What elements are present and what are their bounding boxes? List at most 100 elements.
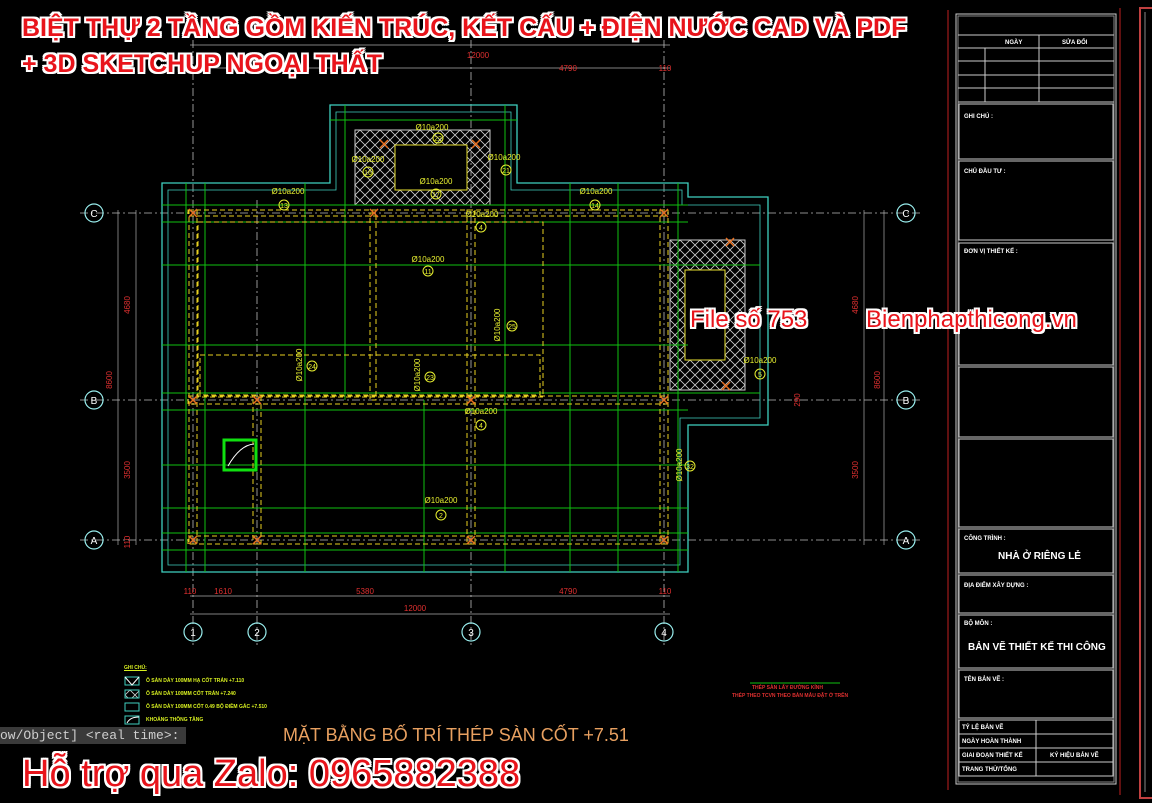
grid-label-y: C	[90, 209, 97, 220]
dimension-lines	[117, 44, 885, 615]
command-line[interactable]: ow/Object] <real time>:	[0, 727, 186, 744]
grid-label-x: 2	[254, 628, 260, 639]
note-line: THÉP THEO TCVN THEO BẢN MẪU ĐẶT Ở TRÊN	[732, 693, 849, 699]
legend-item: Ô SÀN DÀY 100MM HẠ CỐT TRÁN +7.110	[146, 678, 245, 684]
beam-lines	[187, 209, 669, 545]
rebar-label: Ø10a200	[420, 177, 453, 186]
svg-text:13: 13	[280, 203, 288, 210]
tb-phase-label: GIAI ĐOẠN THIẾT KẾ	[962, 753, 1023, 759]
rebar-tag: 21	[500, 164, 512, 176]
legend-heading: GHI CHÚ:	[124, 665, 147, 671]
rebar-tag: 16	[362, 166, 374, 178]
tb-project-value: NHÀ Ở RIÊNG LẺ	[998, 551, 1081, 562]
svg-text:2: 2	[439, 513, 443, 520]
note-line: THÉP SÀN LẤY ĐƯỜNG KÍNH	[752, 685, 824, 691]
tb-location-label: ĐỊA ĐIỂM XÂY DỰNG :	[964, 583, 1029, 589]
svg-text:4: 4	[479, 225, 483, 232]
rebar-tag: 13	[278, 199, 290, 211]
dim-text: 4680	[851, 296, 860, 314]
dim-text: 8600	[873, 371, 882, 389]
tb-page-label: TRANG THỨ/TỔNG	[962, 767, 1017, 773]
tb-rev-header: NGÀY	[1005, 40, 1023, 46]
drawing-title: MẶT BẰNG BỐ TRÍ THÉP SÀN CỐT +7.51	[283, 725, 629, 745]
tb-designer-label: ĐƠN VỊ THIẾT KẾ :	[964, 249, 1018, 255]
dim-text: 4790	[559, 64, 577, 73]
legend-item: Ô SÀN DÀY 100MM CỐT TRÁN +7.240	[146, 691, 236, 697]
svg-text:32: 32	[686, 464, 694, 471]
dim-text: 110	[184, 587, 197, 596]
grid-axes	[80, 40, 920, 645]
dim-text: 5380	[356, 587, 374, 596]
grid-label-y: A	[903, 536, 910, 547]
svg-text:4: 4	[479, 423, 483, 430]
tb-stage-label: BỘ MÔN :	[964, 621, 993, 627]
dim-text: 3500	[123, 461, 132, 479]
dim-text: 290	[793, 393, 802, 407]
overlay-title-line1: BIỆT THỰ 2 TẦNG GỒM KIẾN TRÚC, KẾT CẤU +…	[22, 14, 907, 42]
rebar-label: Ø10a200	[416, 123, 449, 132]
void-zone	[394, 144, 468, 191]
tb-project-label: CÔNG TRÌNH :	[964, 536, 1006, 542]
slab-outline	[161, 104, 769, 573]
svg-text:16: 16	[364, 170, 372, 177]
svg-text:24: 24	[308, 364, 316, 371]
title-block-grid	[958, 34, 1114, 777]
dim-text: 3500	[851, 461, 860, 479]
svg-text:23: 23	[426, 375, 434, 382]
legend-item: Ô SÀN DÀY 100MM CỐT 0.49 BỘ ĐIỀM GÁC +7.…	[146, 704, 267, 710]
rebar-label: Ø10a200	[412, 255, 445, 264]
overlay-website: Bienphapthicong.vn	[866, 306, 1077, 333]
tb-investor-label: CHỦ ĐẦU TƯ :	[964, 169, 1006, 175]
rebar-tag: 14	[589, 199, 601, 211]
grid-bubbles	[84, 203, 916, 642]
dim-text: 110	[123, 535, 132, 548]
columns	[188, 139, 735, 545]
rebar-tag: 24	[306, 360, 318, 372]
overlay-file-number: File số 753	[690, 306, 808, 333]
void-zone-right	[684, 269, 726, 361]
dim-text: 110	[659, 64, 672, 73]
dim-text: 1610	[214, 587, 232, 596]
rebar-tag: 2	[435, 509, 447, 521]
rebar-tag: 17	[430, 188, 442, 200]
svg-text:14: 14	[591, 203, 599, 210]
tb-stage-value: BẢN VẼ THIẾT KẾ THI CÔNG	[968, 642, 1106, 653]
svg-text:21: 21	[502, 168, 510, 175]
dim-text: 4680	[123, 296, 132, 314]
svg-text:22: 22	[434, 136, 442, 143]
rebar-label: Ø10a200	[488, 153, 521, 162]
tb-rev-header: SỬA ĐỔI	[1062, 40, 1088, 46]
rebar-tag: 23	[424, 371, 436, 383]
grid-label-y: B	[91, 396, 98, 407]
grid-label-y: B	[903, 396, 910, 407]
rebar-label: Ø10a200	[413, 358, 422, 391]
dim-text: 4790	[559, 587, 577, 596]
tb-scale-label: TỶ LỆ BẢN VẼ	[962, 725, 1004, 731]
rebar-label: Ø10a200	[466, 210, 499, 219]
grid-label-x: 4	[661, 628, 667, 639]
grid-label-x: 1	[190, 628, 196, 639]
tb-sheet-name-label: TÊN BẢN VẼ :	[964, 677, 1005, 683]
dim-total: 12000	[404, 604, 427, 613]
rebar-label: Ø10a200	[295, 348, 304, 381]
rebar-tag: 25	[506, 320, 518, 332]
rebar-tag: 22	[432, 132, 444, 144]
svg-text:17: 17	[432, 192, 440, 199]
grid-label-y: A	[91, 536, 98, 547]
sheet-frame	[947, 7, 1152, 799]
svg-text:25: 25	[508, 324, 516, 331]
tb-notes-label: GHI CHÚ :	[964, 114, 993, 120]
overlay-support-contact: Hỗ trợ qua Zalo: 0965882388	[22, 753, 521, 795]
tb-date-label: NGÀY HOÀN THÀNH	[962, 739, 1022, 745]
dim-text: 8600	[105, 371, 114, 389]
legend-symbols	[124, 676, 140, 725]
rebar-tag: 11	[422, 265, 434, 277]
svg-text:5: 5	[758, 372, 762, 379]
stair-opening	[222, 438, 258, 472]
rebar-tag: 4	[475, 221, 487, 233]
grid-label-x: 3	[468, 628, 474, 639]
rebar-tag: 4	[475, 419, 487, 431]
tb-sheet-code-label: KÝ HIỆU BẢN VẼ	[1050, 753, 1099, 759]
